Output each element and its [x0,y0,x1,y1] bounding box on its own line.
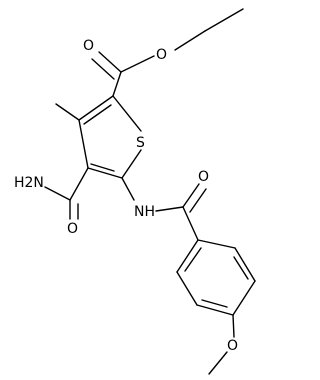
bond-ring-c2-s [112,95,142,132]
bond-benz-4-5-inner [201,299,228,308]
bond-amide-c-ring [69,167,89,201]
bond-benz-1-2 [197,239,236,249]
bond-ring-c4-c3 [78,119,89,169]
bond-ring-methoxy-o [232,314,235,338]
bond-c5-nh [121,177,135,201]
bond-ring-c5-c4-inner [90,163,115,172]
bond-benzoyl-carbonyl-1 [182,183,200,208]
bond-benz-4-5 [196,304,234,316]
atom-o-ester-link: O [156,47,167,63]
bond-benz-6-1 [176,239,199,273]
bond-amide-c-n [44,186,71,201]
molecule-diagram: O O S H2N O NH O O [14,8,256,375]
bond-ester-o-c [120,55,155,73]
bond-ethyl-ch2-o [174,30,206,51]
bond-layer [44,8,256,375]
bond-benz-5-6 [176,271,198,306]
bond-ester-carbonyl-1 [98,51,122,73]
bond-ester-carbonyl-2 [91,58,115,80]
bond-ester-c-ring [112,71,122,97]
bond-ring-s-c5 [121,149,142,179]
bond-benz-6-1-inner [184,247,202,272]
bond-nh-cco [155,206,184,212]
bond-ring-c2-c3-inner [83,104,112,125]
bond-benz-2-3-inner [233,256,249,280]
structure-canvas: O O S H2N O NH O O [14,8,256,375]
atom-label-layer: O O S H2N O NH O O [14,38,238,354]
bond-carbonyl-ring [182,206,199,241]
bond-benz-2-3 [234,247,256,282]
bond-benzoyl-carbonyl-2 [189,188,207,213]
bond-methoxy-o-ch3 [208,351,228,375]
atom-nh-link: NH [134,204,155,220]
atom-nh2-amide: H2N [14,175,44,191]
atom-o-ester-carbonyl: O [83,38,94,54]
bond-benz-3-4 [232,280,256,316]
atom-s-ring: S [136,135,145,151]
bond-ring-c5-c4 [87,167,123,179]
atom-o-methoxy: O [227,338,238,354]
bond-methyl [55,103,80,121]
atom-o-benzoyl-carbonyl: O [198,169,209,185]
bond-ring-c2-c3 [78,95,114,121]
atom-o-amide-carbonyl: O [67,221,78,237]
bond-ethyl-ch3-ch2 [204,8,244,32]
